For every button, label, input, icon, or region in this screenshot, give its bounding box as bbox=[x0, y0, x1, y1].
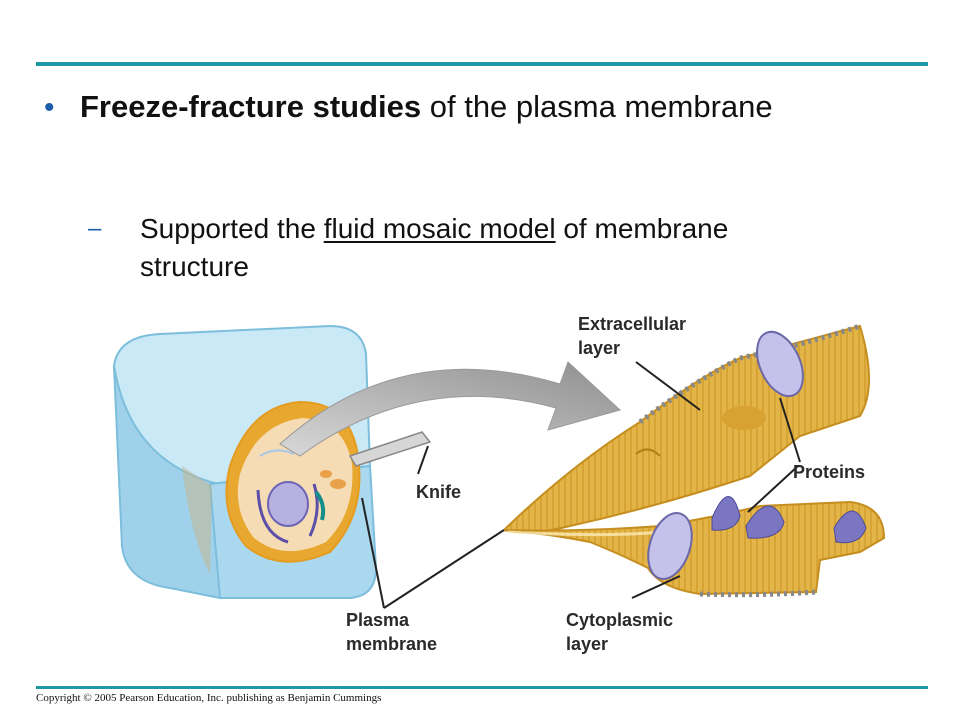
curved-arrow bbox=[279, 361, 621, 457]
sub-rest-text: of membrane structure bbox=[140, 213, 729, 282]
main-bullet-text: Freeze-fracture studies of the plasma me… bbox=[80, 86, 860, 128]
nucleus-icon bbox=[267, 481, 309, 527]
top-divider bbox=[36, 62, 928, 66]
cell bbox=[225, 400, 361, 563]
fluid-mosaic-term: fluid mosaic model bbox=[323, 213, 556, 244]
sub-bullet-dash: – bbox=[88, 215, 102, 242]
protein-icons bbox=[647, 330, 867, 580]
knife-icon bbox=[348, 431, 432, 467]
sub-bullet-text: Supported the fluid mosaic model of memb… bbox=[140, 210, 780, 286]
sub-lead-text: Supported the bbox=[140, 213, 324, 244]
freeze-fracture-figure: Extracellular layer Proteins Knife Plasm… bbox=[112, 314, 886, 654]
label-knife: Knife bbox=[416, 482, 461, 502]
fractured-membrane bbox=[501, 323, 886, 598]
leader-lines bbox=[361, 361, 801, 609]
copyright-notice: Copyright © 2005 Pearson Education, Inc.… bbox=[36, 692, 382, 704]
label-cytoplasmic: Cytoplasmic bbox=[566, 610, 673, 630]
label-cytoplasmic-2: layer bbox=[566, 634, 608, 654]
bullet-dot: • bbox=[44, 91, 55, 124]
figure-labels: Extracellular layer Proteins Knife Plasm… bbox=[346, 314, 865, 654]
bullet-bold-text: Freeze-fracture studies bbox=[80, 89, 422, 124]
label-plasma: Plasma bbox=[346, 610, 410, 630]
label-extracellular-2: layer bbox=[578, 338, 620, 358]
bullet-rest-text: of the plasma membrane bbox=[421, 89, 773, 124]
bottom-divider bbox=[36, 686, 928, 689]
label-proteins: Proteins bbox=[793, 462, 865, 482]
label-plasma-2: membrane bbox=[346, 634, 437, 654]
label-extracellular: Extracellular bbox=[578, 314, 686, 334]
